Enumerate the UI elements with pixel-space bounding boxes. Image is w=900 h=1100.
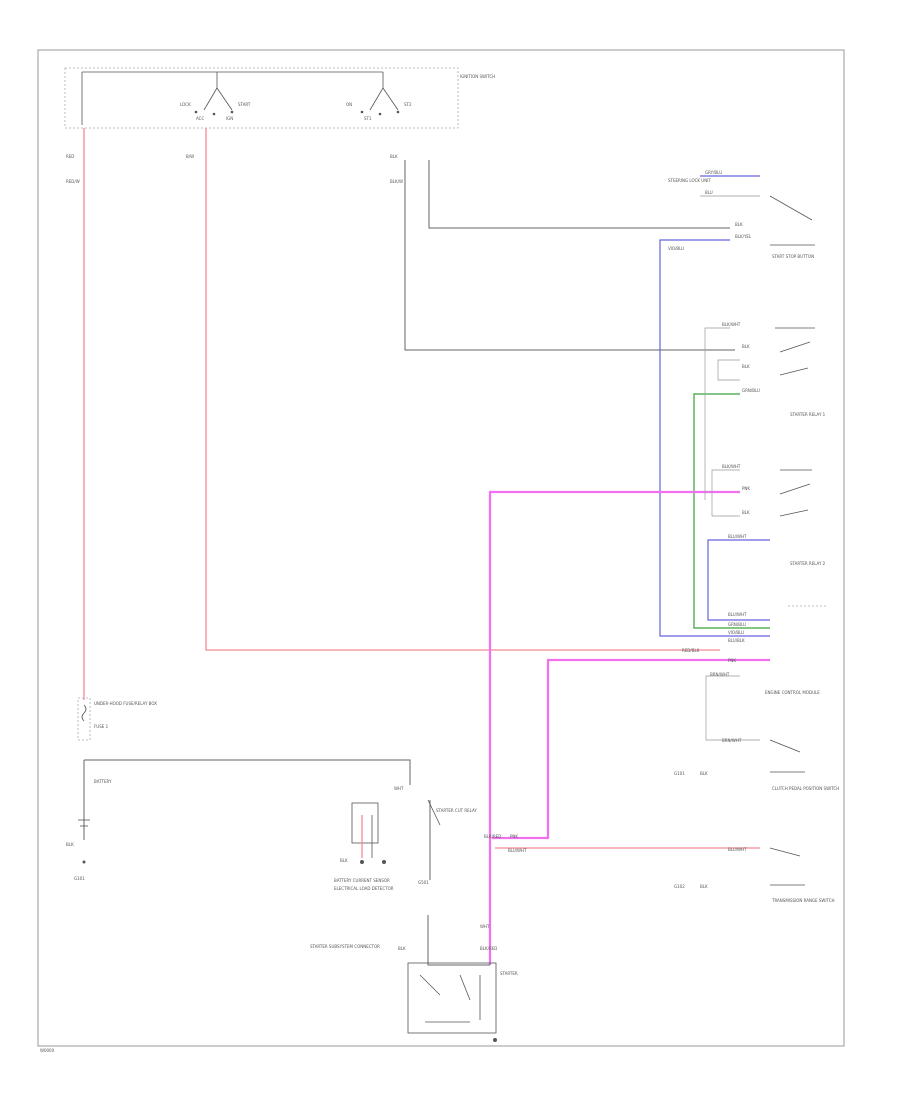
starter-relay-1: BLK/WHT BLK BLK GRN/BLU STARTER RELAY 1 (722, 322, 826, 417)
ign-wire-blk: BLK (390, 154, 398, 159)
relay2-wire-1: BLK/WHT (722, 464, 741, 469)
steering-lock-label: STEERING LOCK UNIT (668, 178, 711, 183)
battery-wire: BLK (66, 842, 74, 847)
relay1-wire-3: BLK (742, 364, 750, 369)
ecm-label: ENGINE CONTROL MODULE (765, 690, 820, 695)
cut-relay-wire-4: BLU/WHT (508, 848, 527, 853)
battery-ground: G101 (74, 876, 85, 881)
ecm-wire-2: GRN/BLU (728, 622, 746, 627)
fuse-relay-box: UNDER-HOOD FUSE/RELAY BOX FUSE 1 (77, 697, 157, 741)
cut-relay-wire-3: PNK (510, 834, 518, 839)
clutch-pedal-switch: BRN/WHT BLK CLUTCH PEDAL POSITION SWITCH (700, 738, 839, 791)
trans-wire-1: BLU/WHT (728, 847, 747, 852)
battery-sensor-label: BATTERY CURRENT SENSOR (334, 878, 390, 883)
cut-relay-wire-2: BLK/RED (484, 834, 501, 839)
ssb-wire-2: BLK/YEL (735, 234, 752, 239)
ssb-wire-1: BLK (735, 222, 743, 227)
battery: BATTERY BLK G101 (66, 779, 112, 881)
ign-contact-st2: ST2 (404, 102, 412, 107)
ign-wire-bw: B/W (186, 154, 194, 159)
ground-label-3: G501 (418, 880, 429, 885)
ign-contact-acc: ACC (196, 116, 204, 121)
engine-control-module: BLU/WHT GRN/BLU VIO/BLU BLU/BLK RED/BLK … (682, 605, 826, 695)
wire-batt-cut (84, 759, 411, 785)
wire-gray-ssb (428, 160, 730, 229)
starter-sub-label: STARTER SUBSYSTEM CONNECTOR (310, 944, 380, 949)
clutch-wire-2: BLK (700, 771, 708, 776)
starter-wire-1: WHT (480, 924, 490, 929)
starter-wire-3: BLK (398, 946, 406, 951)
starter-relay-2: BLK/WHT PNK BLK BLU/WHT STARTER RELAY 2 (722, 464, 826, 566)
relay1-wire-4: GRN/BLU (742, 388, 760, 393)
ssb-label: START STOP BUTTON (772, 254, 814, 259)
battery-label: BATTERY (94, 779, 112, 784)
fuse-label: FUSE 1 (94, 724, 109, 729)
fuse-box-label: UNDER-HOOD FUSE/RELAY BOX (94, 701, 157, 706)
starter-wire-2: BLK/RED (480, 946, 497, 951)
ecm-wire-4: BLU/BLK (728, 638, 745, 643)
wire-pink-relay2 (488, 490, 740, 965)
ign-wire-red: RED (66, 154, 74, 159)
trans-wire-2: BLK (700, 884, 708, 889)
ign-contact-on: ON (346, 102, 352, 107)
battery-sensor-wire: BLK (340, 858, 348, 863)
ign-contact-ign: IGN (226, 116, 233, 121)
ign-wire-blkw: BLK/W (390, 179, 403, 184)
ecm-wire-1: BLU/WHT (728, 612, 747, 617)
wire-blue-ssb-ecm (659, 239, 770, 637)
wire-green-relay1-ecm (693, 393, 770, 629)
ign-wire-redw: RED/W (66, 179, 80, 184)
wire-red-ecm (205, 128, 720, 651)
clutch-label: CLUTCH PEDAL POSITION SWITCH (772, 786, 839, 791)
ignition-switch: LOCK ACC IGN START ON ST1 ST2 IGNITION S… (64, 67, 495, 184)
transmission-range-switch: BLU/WHT BLK TRANSMISSION RANGE SWITCH (700, 847, 835, 903)
relay1-label: STARTER RELAY 1 (790, 412, 826, 417)
wire-gray-relay1 (404, 160, 735, 351)
start-stop-button: BLK BLK/YEL VIO/BLU START STOP BUTTON (668, 195, 815, 259)
ssb-wire-3: VIO/BLU (668, 246, 684, 251)
ign-contact-start: START (238, 102, 251, 107)
cut-relay-wire-1: WHT (394, 786, 404, 791)
starter-motor: STARTER STARTER SUBSYSTEM CONNECTOR WHT … (310, 924, 518, 1042)
ecm-wire-6: PNK (728, 658, 736, 663)
ground-label-1: G101 (674, 771, 685, 776)
ecm-wire-7: BRN/WHT (710, 672, 730, 677)
steering-lock-wire-2: BLU (705, 190, 713, 195)
ecm-wire-5: RED/BLK (682, 648, 700, 653)
wiring (83, 128, 770, 966)
cut-relay-label: STARTER CUT RELAY (436, 808, 477, 813)
clutch-wire-1: BRN/WHT (722, 738, 742, 743)
trans-label: TRANSMISSION RANGE SWITCH (771, 898, 835, 903)
ign-contact-lock: LOCK (180, 102, 191, 107)
relay2-label: STARTER RELAY 2 (790, 561, 826, 566)
ground-label-2: G102 (674, 884, 685, 889)
relay1-wire-2: BLK (742, 344, 750, 349)
wire-pink-ecm (492, 658, 770, 840)
ignition-switch-label: IGNITION SWITCH (460, 74, 495, 79)
corner-code: W0000 (40, 1048, 55, 1053)
battery-current-sensor: BATTERY CURRENT SENSOR ELECTRICAL LOAD D… (334, 802, 394, 891)
starter-label: STARTER (500, 971, 518, 976)
ign-contact-st1: ST1 (364, 116, 372, 121)
elec-load-label: ELECTRICAL LOAD DETECTOR (334, 886, 394, 891)
steering-lock-unit: STEERING LOCK UNIT GRY/BLU BLU (668, 170, 760, 197)
steering-lock-wire-1: GRY/BLU (705, 170, 722, 175)
relay2-wire-3: BLK (742, 510, 750, 515)
ecm-wire-3: VIO/BLU (728, 630, 744, 635)
relay1-wire-1: BLK/WHT (722, 322, 741, 327)
relay2-wire-2: PNK (742, 486, 750, 491)
wire-blue-relay2-ecm (707, 539, 770, 621)
starter-cut-relay: STARTER CUT RELAY WHT BLK/RED PNK BLU/WH… (394, 786, 527, 853)
relay2-wire-4: BLU/WHT (728, 534, 747, 539)
diagram-frame (37, 49, 845, 1047)
